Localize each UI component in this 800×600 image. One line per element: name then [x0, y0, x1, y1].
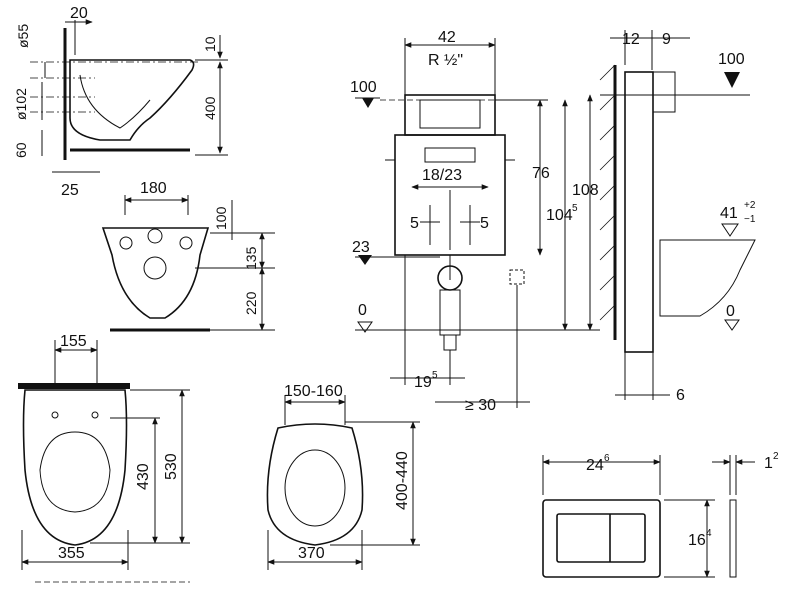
dim-41: 41	[720, 205, 738, 222]
dim-104-5-sup: 5	[572, 203, 578, 214]
bowl-front-view: 180 100 135 220	[101, 180, 275, 332]
dim-plate-width: 24	[586, 457, 604, 474]
flush-plate: 24 6 16 4 1 2	[542, 451, 779, 578]
dim-plate-depth-sup: 2	[773, 451, 779, 462]
dim-plate-height: 16	[688, 532, 706, 549]
level-100-side: 100	[718, 51, 745, 68]
toilet-top-view: 155 430 530 355	[18, 333, 190, 583]
dim-bowl-mid: 135	[243, 246, 259, 270]
dim-right-5: 5	[480, 215, 489, 232]
dim-seat-hinge: 150-160	[284, 383, 343, 400]
dim-plate-height-sup: 4	[706, 528, 712, 539]
dim-pipe-dia: ø55	[15, 24, 31, 48]
thread-label: R ½"	[428, 52, 463, 69]
dim-min-30: ≥ 30	[465, 397, 496, 414]
level-0-side: 0	[726, 303, 735, 320]
bowl-side-silhouette	[659, 239, 756, 317]
dim-12: 12	[622, 31, 640, 48]
toilet-bowl-opening	[39, 431, 111, 513]
dim-connection: 18/23	[422, 167, 462, 184]
dim-seat-length: 400-440	[394, 451, 411, 510]
frame-front-view: 42 R ½" 100 18/23 5 5 23 0 76	[350, 29, 600, 414]
level-0-front: 0	[358, 302, 367, 319]
frame-side-body	[624, 71, 654, 353]
dim-toilet-width: 355	[58, 545, 85, 562]
bowl-inner-line	[79, 74, 151, 129]
toilet-outline	[22, 389, 128, 546]
dim-41-tol-plus: +2	[744, 200, 756, 211]
dim-top-offset: 20	[70, 5, 88, 22]
dim-left-5: 5	[410, 215, 419, 232]
dim-seat-width: 370	[298, 545, 325, 562]
level-23: 23	[352, 239, 370, 256]
seat-top-view: 150-160 400-440 370	[266, 383, 420, 570]
dim-19-5-sup: 5	[432, 370, 438, 381]
dim-108: 108	[572, 182, 599, 199]
dim-toilet-length: 530	[163, 453, 180, 480]
seat-outline	[266, 423, 364, 546]
flush-plate-face	[542, 499, 661, 578]
dim-9: 9	[662, 31, 671, 48]
bowl-outline	[69, 59, 195, 141]
dim-rim-gap: 10	[202, 36, 218, 52]
dim-41-tol-minus: −1	[744, 214, 756, 225]
dim-76: 76	[532, 165, 550, 182]
dim-plate-depth: 1	[764, 455, 773, 472]
dim-bowl-top: 100	[213, 206, 229, 230]
flush-plate-side	[729, 499, 737, 578]
frame-cistern-top	[404, 94, 496, 136]
dim-bowl-front-width: 180	[140, 180, 167, 197]
dim-height: 400	[202, 96, 218, 120]
seat-opening	[284, 449, 346, 527]
dim-6: 6	[676, 387, 685, 404]
level-100: 100	[350, 79, 377, 96]
dim-19-5: 19	[414, 374, 432, 391]
dim-toilet-hinge: 155	[60, 333, 87, 350]
toilet-wall-plate	[18, 383, 130, 389]
dim-bowl-bottom: 220	[243, 291, 259, 315]
dim-bottom: 60	[13, 142, 29, 158]
dim-outlet-dia: ø102	[13, 88, 29, 120]
dim-plate-width-sup: 6	[604, 453, 610, 464]
frame-side-view: 12 9 100 41 +2 −1 0 6	[599, 30, 756, 404]
dim-frame-width: 42	[438, 29, 456, 46]
dim-toilet-inner: 430	[135, 463, 152, 490]
dim-wall-offset: 25	[61, 182, 79, 199]
dim-104-5: 104	[546, 207, 573, 224]
bowl-side-view: 20 ø55 ø102 60 25 10 400	[13, 5, 228, 199]
